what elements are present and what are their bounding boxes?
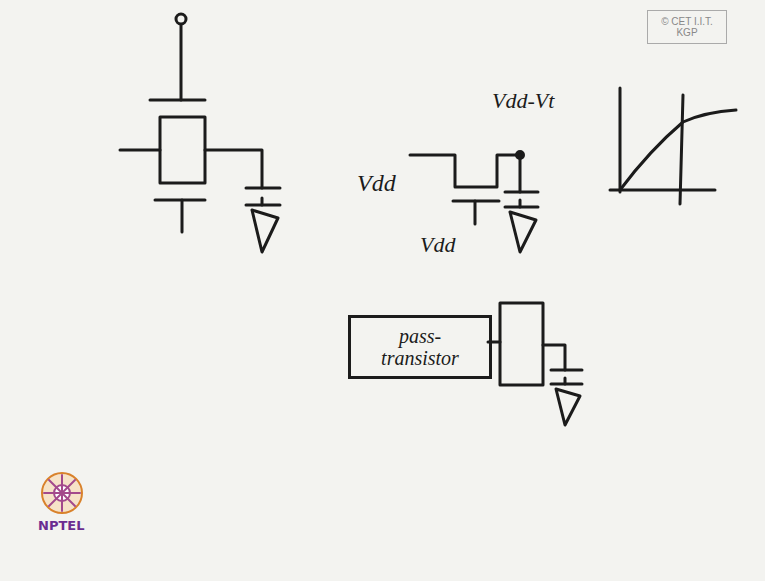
logo-text: NPTEL	[38, 518, 84, 533]
voltage-graph	[610, 88, 736, 204]
node-text: © CET I.I.T. KGP	[654, 16, 720, 38]
signal-label: Vdd-Vt	[492, 88, 554, 114]
transmission-gate	[120, 14, 280, 252]
watermark-box: © CET I.I.T. KGP	[647, 10, 727, 44]
signal-label: Vdd	[357, 170, 396, 197]
signal-label: Vdd	[420, 232, 455, 258]
buffer-load	[488, 303, 582, 425]
nptel-logo	[42, 473, 82, 513]
process-box: pass- transistor	[348, 315, 492, 379]
node-text: pass- transistor	[359, 325, 481, 369]
